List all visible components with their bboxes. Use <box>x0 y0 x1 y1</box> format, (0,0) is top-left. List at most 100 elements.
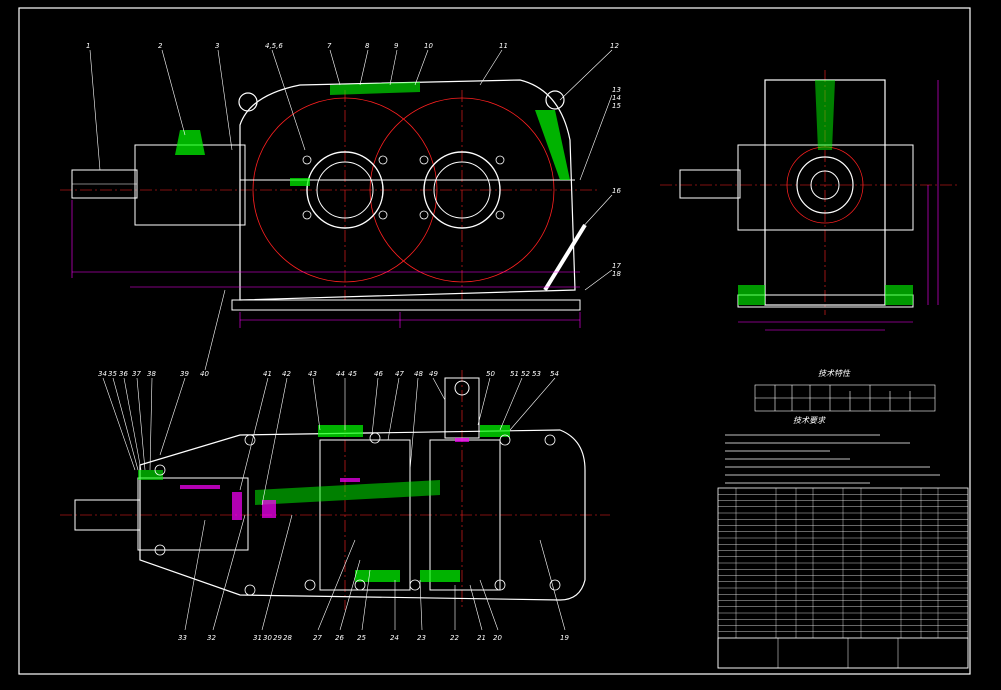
flange-hatch <box>290 178 310 186</box>
input-bearing-housing <box>134 144 246 226</box>
bearing-left-inner <box>316 161 374 219</box>
plan-input-housing <box>137 477 249 551</box>
callout-8: 8 <box>365 42 370 50</box>
side-bearing <box>796 156 854 214</box>
callout-34: 34 <box>98 370 107 378</box>
callout-7: 7 <box>327 42 332 50</box>
housing-base <box>231 299 581 311</box>
plan-housing <box>139 429 586 601</box>
oil-dipstick <box>543 223 587 292</box>
tech-spec-title: 技术特性 <box>818 369 851 378</box>
tech-spec-table <box>754 384 936 412</box>
callout-47: 47 <box>395 370 404 378</box>
plan-top-leaders <box>102 377 556 506</box>
plan-hatch-4 <box>420 570 460 582</box>
lifting-eye-right <box>545 90 565 110</box>
callout-52: 52 <box>521 370 530 378</box>
callout-54: 54 <box>550 370 559 378</box>
tech-req-lines <box>725 434 940 484</box>
callout-19: 19 <box>560 634 569 642</box>
bearing-right-outer <box>423 151 501 229</box>
callout-41: 41 <box>263 370 272 378</box>
callout-35: 35 <box>108 370 117 378</box>
plan-hatch-3 <box>355 570 400 582</box>
side-hatch-right <box>885 285 913 305</box>
callout-456: 4,5,6 <box>265 42 283 50</box>
callout-1: 1 <box>86 42 90 50</box>
drawing-border <box>18 7 971 675</box>
side-hatch-top <box>815 80 835 150</box>
callout-14: 14 <box>612 94 621 102</box>
callout-27: 27 <box>313 634 322 642</box>
callout-43: 43 <box>308 370 317 378</box>
callout-50: 50 <box>486 370 495 378</box>
callout-53: 53 <box>532 370 541 378</box>
front-view: 1 2 3 4,5,6 7 8 9 10 11 12 13 14 15 16 1… <box>60 42 621 371</box>
callout-38: 38 <box>147 370 156 378</box>
callout-21: 21 <box>477 634 486 642</box>
tech-spec-block: 技术特性 技术要求 <box>725 369 940 484</box>
callout-17: 17 <box>612 262 621 270</box>
side-hatch-left <box>738 285 765 305</box>
callout-23: 23 <box>417 634 426 642</box>
side-dimensions <box>738 80 939 331</box>
side-shaft <box>679 169 741 199</box>
callout-13: 13 <box>612 86 621 94</box>
plan-output-bore <box>454 380 470 396</box>
callout-39: 39 <box>180 370 189 378</box>
plan-input-shaft <box>74 499 141 531</box>
front-dimensions <box>71 200 581 328</box>
callout-12: 12 <box>610 42 619 50</box>
parts-list-table <box>717 487 969 669</box>
callout-15: 15 <box>612 102 621 110</box>
bearing-left-outer <box>306 151 384 229</box>
side-view <box>660 70 960 331</box>
plan-view: 34 35 36 37 38 39 40 41 42 43 44 45 46 4… <box>60 370 610 642</box>
callout-3: 3 <box>215 42 219 50</box>
callout-31: 31 <box>253 634 262 642</box>
plan-gear-1 <box>319 439 411 591</box>
callout-42: 42 <box>282 370 291 378</box>
callout-20: 20 <box>493 634 502 642</box>
callout-49: 49 <box>429 370 438 378</box>
plan-hatch-5 <box>138 470 163 480</box>
housing-outline <box>239 79 576 301</box>
side-flange <box>737 144 914 231</box>
lifting-eye-left <box>238 92 258 112</box>
callout-32: 32 <box>207 634 216 642</box>
tech-req-title: 技术要求 <box>793 416 826 425</box>
plan-bolts <box>154 432 561 596</box>
callout-28: 28 <box>283 634 292 642</box>
callout-51: 51 <box>510 370 519 378</box>
callout-29: 29 <box>273 634 282 642</box>
plan-bottom-leaders <box>184 514 566 631</box>
title-block <box>717 637 969 669</box>
callout-16: 16 <box>612 187 621 195</box>
callout-45: 45 <box>348 370 357 378</box>
callout-10: 10 <box>424 42 433 50</box>
callout-26: 26 <box>335 634 344 642</box>
callout-40: 40 <box>200 370 209 378</box>
plan-hatch-2 <box>480 425 510 437</box>
callout-22: 22 <box>450 634 459 642</box>
plan-hatch-1 <box>318 425 363 437</box>
callout-44: 44 <box>336 370 345 378</box>
plan-shaft-hatch <box>255 480 440 505</box>
right-wall-hatch <box>535 110 570 180</box>
bearing-right-inner <box>433 161 491 219</box>
input-hatch <box>175 130 205 155</box>
callout-25: 25 <box>357 634 366 642</box>
callout-11: 11 <box>499 42 508 50</box>
front-leaders <box>89 49 613 371</box>
callout-37: 37 <box>132 370 141 378</box>
callout-2: 2 <box>158 42 163 50</box>
callout-48: 48 <box>414 370 423 378</box>
inspection-cover-hatch <box>330 82 420 95</box>
callout-46: 46 <box>374 370 383 378</box>
callout-18: 18 <box>612 270 621 278</box>
callout-9: 9 <box>394 42 399 50</box>
callout-33: 33 <box>178 634 187 642</box>
callout-36: 36 <box>119 370 128 378</box>
plan-magenta-details <box>180 438 469 520</box>
